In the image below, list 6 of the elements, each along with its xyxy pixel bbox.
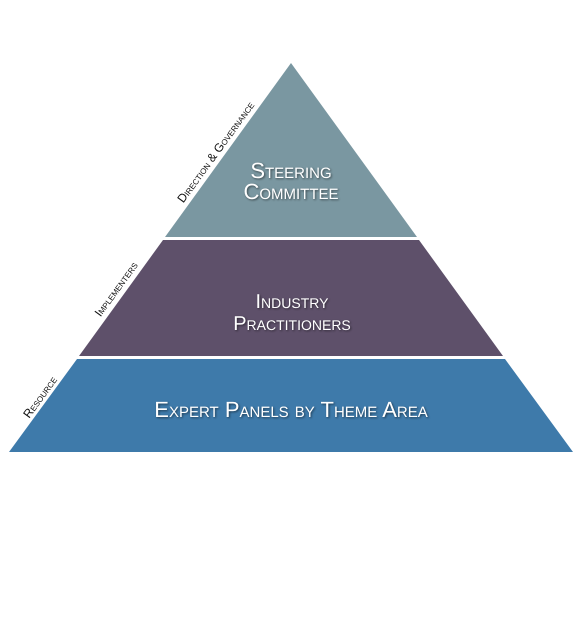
tier-label: Expert Panels by Theme Area bbox=[154, 398, 428, 422]
tier-label: Steering Committee bbox=[242, 160, 340, 202]
tier-label: Industry Practitioners bbox=[232, 291, 352, 335]
pyramid-tier bbox=[9, 359, 573, 452]
pyramid-tier bbox=[79, 240, 503, 356]
pyramid-tier bbox=[165, 63, 417, 237]
